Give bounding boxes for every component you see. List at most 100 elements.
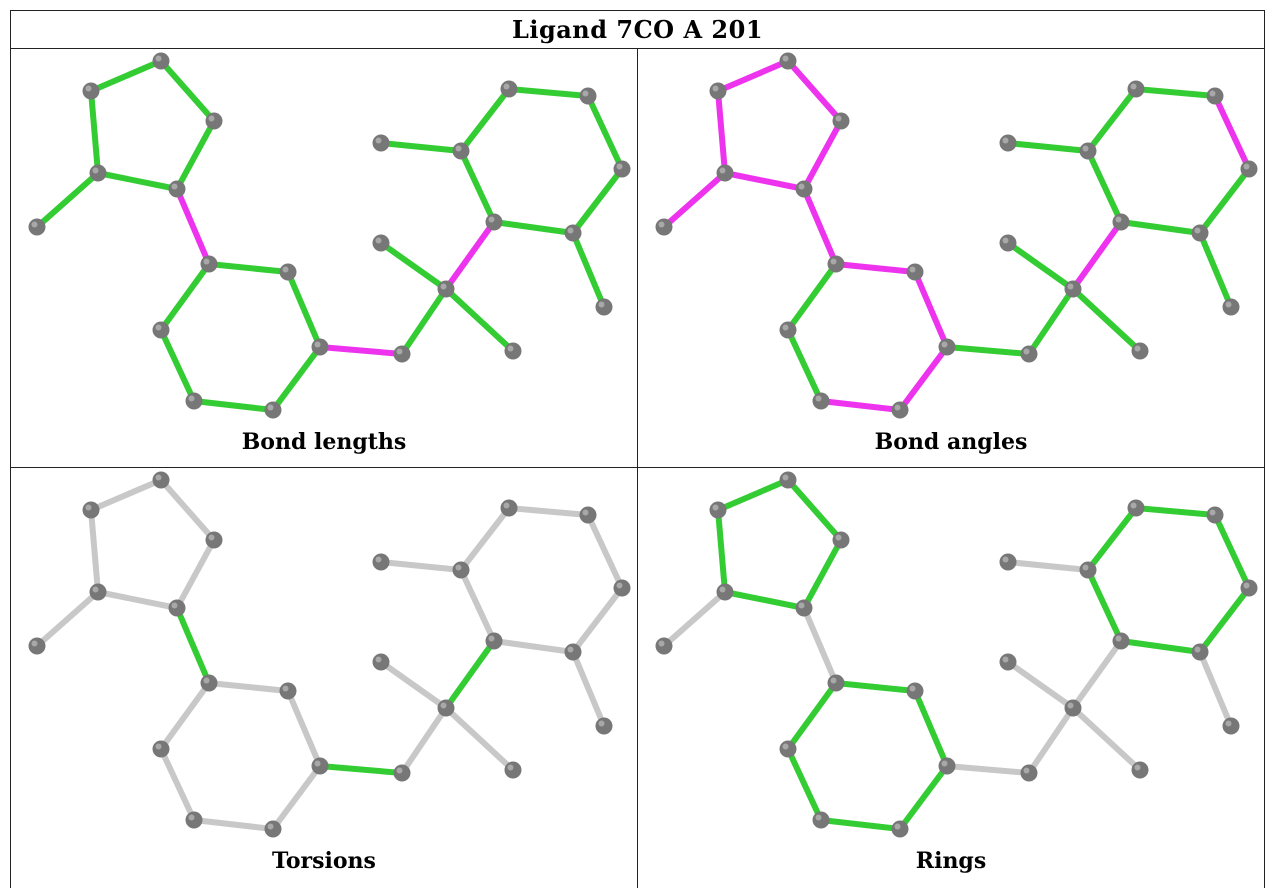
atom (595, 298, 613, 316)
atom (938, 757, 956, 775)
atom-highlight (203, 258, 210, 265)
atom (709, 501, 727, 519)
bond (443, 705, 516, 773)
atom (564, 643, 582, 661)
bond (285, 269, 323, 350)
bond (801, 605, 839, 686)
bond (443, 219, 497, 292)
atom (205, 531, 223, 549)
atom-highlight (941, 341, 948, 348)
atom-highlight (909, 266, 916, 273)
bond (801, 118, 844, 192)
atom (200, 674, 218, 692)
atom (1112, 213, 1130, 231)
atom (613, 579, 631, 597)
bond (897, 344, 950, 413)
atom (1191, 224, 1209, 242)
atom-highlight (1082, 145, 1089, 152)
atom (1240, 160, 1258, 178)
atom (827, 255, 845, 273)
bond (158, 680, 212, 752)
bond (897, 763, 950, 832)
atom (279, 682, 297, 700)
atom (716, 583, 734, 601)
atom-highlight (598, 720, 605, 727)
atom (504, 761, 522, 779)
atom-highlight (203, 677, 210, 684)
bond (1197, 585, 1252, 655)
atom-highlight (658, 640, 665, 647)
figure-title: Ligand 7CO A 201 (511, 14, 764, 44)
bond (661, 170, 728, 230)
bond (715, 507, 728, 595)
bond (1133, 505, 1218, 518)
atom-highlight (1134, 345, 1141, 352)
atom-highlight (782, 324, 789, 331)
atom (812, 392, 830, 410)
panel-caption: Torsions (272, 848, 376, 874)
atom-highlight (1067, 702, 1074, 709)
atom (812, 811, 830, 829)
atom (28, 637, 46, 655)
atom-highlight (1130, 502, 1137, 509)
atom-highlight (188, 395, 195, 402)
atom (28, 218, 46, 236)
bond (570, 649, 607, 729)
atom (504, 342, 522, 360)
atom-highlight (31, 221, 38, 228)
atom (168, 180, 186, 198)
atom-highlight (92, 167, 99, 174)
atom-highlight (171, 602, 178, 609)
atom-highlight (375, 556, 382, 563)
atom-highlight (440, 283, 447, 290)
atom (393, 345, 411, 363)
atom-highlight (396, 767, 403, 774)
panel-bond-lengths: Bond lengths (11, 49, 637, 459)
bond (458, 148, 497, 225)
bond (1070, 705, 1143, 773)
atom (82, 82, 100, 100)
atom-highlight (1002, 137, 1009, 144)
bond (785, 746, 824, 823)
bond (715, 477, 791, 513)
atom-highlight (658, 221, 665, 228)
atom-highlight (503, 83, 510, 90)
bond (1197, 230, 1234, 310)
bond (785, 327, 824, 404)
bond (458, 505, 512, 573)
atom-highlight (282, 266, 289, 273)
atom (485, 213, 503, 231)
bond (818, 817, 903, 832)
bond (491, 219, 576, 236)
panel-caption: Rings (915, 848, 987, 874)
molecule-torsions (28, 471, 631, 838)
atom-highlight (267, 823, 274, 830)
bond (88, 507, 101, 595)
atom-highlight (894, 823, 901, 830)
atom-highlight (1209, 509, 1216, 516)
atom-highlight (582, 509, 589, 516)
atom-highlight (488, 216, 495, 223)
atom (311, 757, 329, 775)
atom-highlight (31, 640, 38, 647)
atom (168, 599, 186, 617)
atom-highlight (375, 137, 382, 144)
atom-highlight (503, 502, 510, 509)
atom (264, 820, 282, 838)
bond (399, 705, 449, 776)
atom (1127, 80, 1145, 98)
atom (372, 134, 390, 152)
panel-caption: Bond lengths (241, 429, 407, 455)
bond (378, 659, 449, 711)
bond (158, 477, 217, 543)
atom (1064, 280, 1082, 298)
bond (317, 763, 405, 776)
atom-highlight (267, 404, 274, 411)
bond (1005, 240, 1076, 292)
bond (88, 88, 101, 176)
atom (613, 160, 631, 178)
atom (311, 338, 329, 356)
atom-highlight (616, 582, 623, 589)
atom (437, 280, 455, 298)
atom-highlight (1115, 216, 1122, 223)
